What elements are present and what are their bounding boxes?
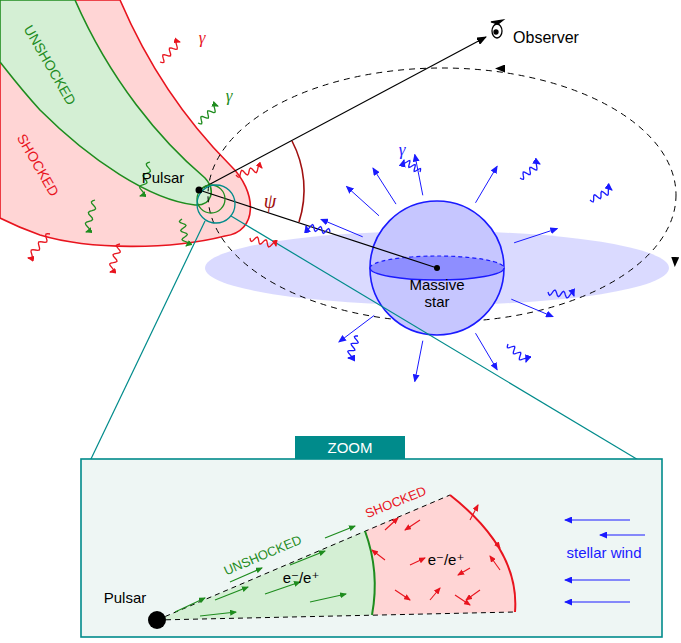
flow-arrow [458, 568, 470, 575]
gamma-photon [250, 237, 276, 247]
gamma-photon [590, 188, 612, 202]
gamma-symbol: γ [199, 28, 206, 48]
flow-arrow [175, 598, 205, 612]
gamma-photon [85, 200, 95, 232]
star-label: Massive star [402, 276, 472, 311]
flow-arrow [405, 520, 420, 530]
flow-arrow [290, 551, 325, 565]
flow-arrow [565, 519, 630, 520]
gamma-photon [507, 344, 527, 362]
zoom-tab: ZOOM [328, 439, 373, 456]
flow-arrow [470, 505, 478, 520]
angle-symbol: ψ [264, 190, 276, 213]
gamma-photon [306, 225, 330, 234]
flow-arrow [339, 315, 374, 342]
gamma-photon [520, 163, 540, 180]
particle-label: e⁻/e⁺ [428, 551, 465, 568]
flow-arrow [373, 168, 396, 204]
pulsar-label: Pulsar [142, 169, 185, 186]
region-node: SHOCKED e⁻/e⁺ [360, 485, 520, 615]
observer-label: Observer [513, 29, 579, 47]
gamma-photon [236, 166, 262, 178]
flow-arrow [325, 526, 355, 538]
region-label: UNSHOCKED [21, 22, 80, 108]
flow-arrow [430, 588, 440, 600]
flow-arrow [476, 333, 498, 370]
region-label: SHOCKED [363, 484, 428, 522]
gamma-symbol: γ [226, 86, 233, 106]
flow-arrow [490, 556, 500, 570]
region-label: SHOCKED [14, 131, 63, 199]
gamma-photon [110, 244, 121, 272]
pulsar-label: Pulsar [104, 589, 147, 606]
region-node: Massive star [370, 201, 504, 335]
flow-arrow [385, 518, 398, 530]
gamma-photon [28, 234, 50, 259]
flow-arrow [215, 587, 248, 600]
flow-arrow [310, 594, 346, 602]
flow-arrow [410, 558, 425, 565]
flow-arrow [600, 534, 645, 535]
flow-arrow [455, 595, 470, 605]
flow-arrow [565, 601, 630, 602]
flow-arrow [415, 341, 423, 382]
region-node: UNSHOCKEDe⁻/e⁺ [171, 520, 381, 620]
flow-arrow [490, 535, 500, 548]
gamma-photon [179, 219, 188, 246]
flow-arrow [321, 219, 363, 237]
flow-arrow [565, 579, 630, 580]
gamma-photon [198, 105, 218, 124]
flow-arrow [347, 187, 380, 216]
flow-arrow [395, 590, 410, 600]
region-node: SHOCKED [0, 0, 260, 250]
gamma-photon [548, 290, 574, 298]
gamma-photon [160, 41, 180, 62]
flow-arrow [514, 229, 557, 243]
flow-arrow [511, 299, 553, 317]
region-node: UNSHOCKED [0, 0, 260, 250]
flow-arrow [200, 612, 236, 616]
gamma-symbol: γ [399, 140, 406, 160]
wind-label: stellar wind [566, 544, 641, 561]
gamma-photon [348, 336, 358, 358]
flow-arrow [466, 590, 480, 600]
particle-label: e⁻/e⁺ [283, 569, 320, 586]
flow-arrow [476, 166, 498, 203]
flow-arrow [415, 155, 423, 196]
flow-arrow [372, 550, 385, 560]
